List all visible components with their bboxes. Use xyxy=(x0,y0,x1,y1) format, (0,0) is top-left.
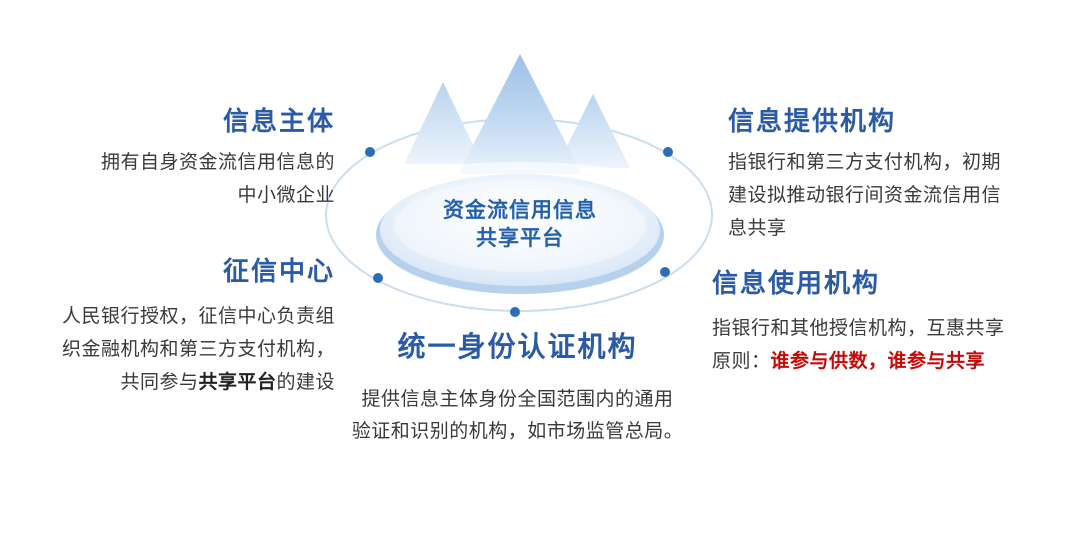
info-user-body: 指银行和其他授信机构，互惠共享 原则：谁参与供数，谁参与共享 xyxy=(712,313,1062,378)
platform-title: 资金流信用信息 共享平台 xyxy=(443,199,597,251)
info-user-title: 信息使用机构 xyxy=(712,268,881,298)
info-subject-title: 信息主体 xyxy=(222,106,335,136)
dot-left xyxy=(373,273,383,283)
identity-auth-title: 统一身份认证机构 xyxy=(397,331,638,362)
credit-center-title: 征信中心 xyxy=(222,256,335,286)
connector-dots xyxy=(365,147,673,317)
dot-top-left xyxy=(365,147,375,157)
dot-bottom xyxy=(510,307,520,317)
dot-right xyxy=(660,267,670,277)
credit-center-body-text2: 的建设 xyxy=(276,371,335,393)
identity-auth-body: 提供信息主体身份全国范围内的通用 验证和识别的机构，如市场监管总局。 xyxy=(351,388,684,443)
node-info-subject: 信息主体 拥有自身资金流信用信息的 中小微企业 xyxy=(30,106,335,213)
info-provider-title: 信息提供机构 xyxy=(728,106,897,136)
credit-center-body-text: 人民银行授权，征信中心负责组 织金融机构和第三方支付机构， 共同参与 xyxy=(61,306,335,393)
node-info-provider: 信息提供机构 指银行和第三方支付机构，初期 建设拟推动银行间资金流信用信 息共享 xyxy=(728,106,1058,245)
node-info-user: 信息使用机构 指银行和其他授信机构，互惠共享 原则：谁参与供数，谁参与共享 xyxy=(712,268,1062,379)
node-identity-auth: 统一身份认证机构 提供信息主体身份全国范围内的通用 验证和识别的机构，如市场监管… xyxy=(330,330,705,449)
info-subject-body: 拥有自身资金流信用信息的 中小微企业 xyxy=(100,152,335,206)
info-user-body-red: 谁参与供数，谁参与共享 xyxy=(770,350,986,372)
node-credit-center: 征信中心 人民银行授权，征信中心负责组 织金融机构和第三方支付机构， 共同参与共… xyxy=(25,256,335,399)
dot-top-right xyxy=(663,147,673,157)
platform-graphic xyxy=(325,54,713,317)
credit-center-body-bold: 共享平台 xyxy=(198,371,277,393)
credit-center-body: 人民银行授权，征信中心负责组 织金融机构和第三方支付机构， 共同参与共享平台的建… xyxy=(25,301,335,399)
info-provider-body: 指银行和第三方支付机构，初期 建设拟推动银行间资金流信用信 息共享 xyxy=(728,152,1002,239)
info-user-body-text: 指银行和其他授信机构，互惠共享 原则： xyxy=(712,318,1005,372)
platform-disc xyxy=(376,174,664,294)
